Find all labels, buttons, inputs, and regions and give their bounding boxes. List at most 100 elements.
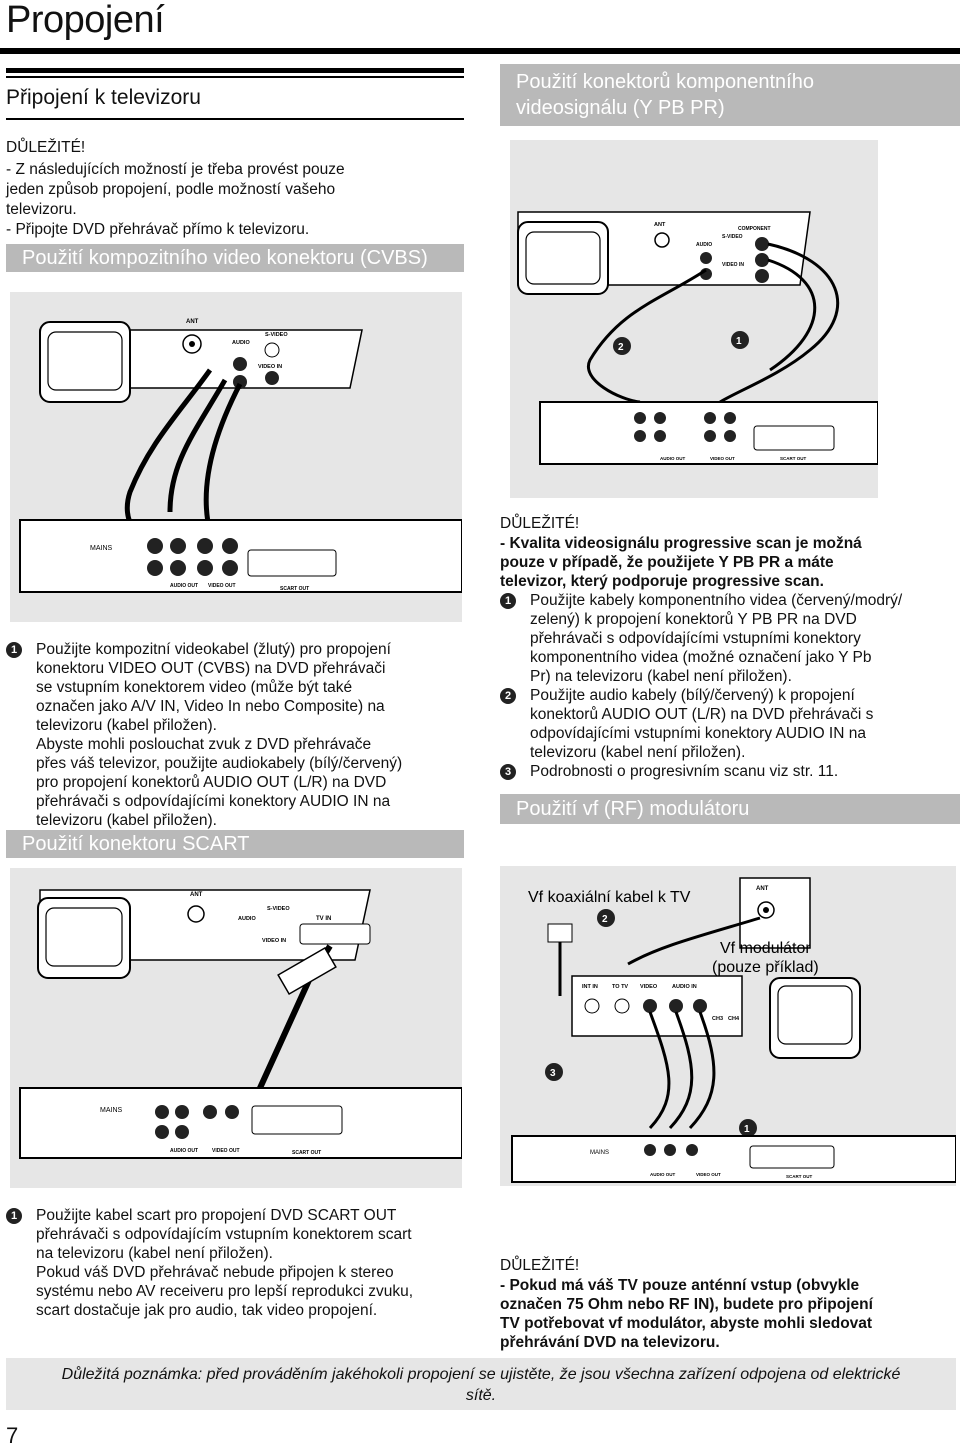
cvbs-item2-line-5: televizoru (kabel přiložen). bbox=[36, 811, 217, 830]
cvbs-item1-line-1: Použijte kompozitní videokabel (žlutý) p… bbox=[36, 640, 391, 659]
svg-text:SCART OUT: SCART OUT bbox=[786, 1174, 812, 1179]
svg-text:CH3: CH3 bbox=[712, 1016, 723, 1022]
component-bar-line-2: videosignálu (Y PB PR) bbox=[516, 96, 725, 120]
svg-text:MAINS: MAINS bbox=[590, 1150, 609, 1156]
svg-text:AUDIO: AUDIO bbox=[696, 242, 712, 248]
rf-important-line-3: TV potřebovat vf modulátor, abyste mohli… bbox=[500, 1314, 872, 1333]
svg-text:AUDIO OUT: AUDIO OUT bbox=[170, 1148, 198, 1154]
cvbs-item1-line-2: konektoru VIDEO OUT (CVBS) na DVD přehrá… bbox=[36, 659, 385, 678]
svg-text:AUDIO IN: AUDIO IN bbox=[672, 984, 697, 990]
cvbs-item2-line-2: přes váš televizor, použijte audiokabely… bbox=[36, 754, 402, 773]
svg-text:INT IN: INT IN bbox=[582, 984, 598, 990]
svg-text:VIDEO IN: VIDEO IN bbox=[722, 262, 744, 268]
section-bar-cvbs: Použití kompozitního video konektoru (CV… bbox=[6, 244, 464, 272]
step-number: 3 bbox=[500, 764, 516, 780]
scart-line-3: na televizoru (kabel není přiložen). bbox=[36, 1244, 273, 1263]
component-diagram: ANT AUDIO S-VIDEO COMPONENT VIDEO IN 2 1… bbox=[510, 140, 878, 498]
section-rule bbox=[6, 118, 464, 120]
section-rule bbox=[6, 76, 464, 78]
scart-line-1: Použijte kabel scart pro propojení DVD S… bbox=[36, 1206, 396, 1225]
svg-text:AUDIO OUT: AUDIO OUT bbox=[170, 583, 198, 589]
cvbs-item2-line-3: pro propojení konektorů AUDIO OUT (L/R) … bbox=[36, 773, 386, 792]
svg-text:1: 1 bbox=[736, 336, 742, 347]
svg-text:SCART OUT: SCART OUT bbox=[780, 456, 806, 461]
svg-text:ANT: ANT bbox=[756, 886, 769, 892]
section-bar-scart: Použití konektoru SCART bbox=[6, 830, 464, 858]
cvbs-item2-line-4: přehrávači s odpovídajícími konektory AU… bbox=[36, 792, 390, 811]
label-modulator-note: (pouze příklad) bbox=[712, 959, 819, 976]
rf-important-line-1: - Pokud má váš TV pouze anténní vstup (o… bbox=[500, 1276, 859, 1295]
component-item1-line-2: zelený) k propojení konektorů Y PB PR na… bbox=[530, 610, 857, 629]
svg-text:AUDIO: AUDIO bbox=[232, 340, 250, 346]
svg-text:VIDEO OUT: VIDEO OUT bbox=[212, 1148, 240, 1154]
label-modulator: Vf modulátor bbox=[720, 940, 811, 957]
scart-line-5: systému nebo AV receiveru pro lepší repr… bbox=[36, 1282, 413, 1301]
svg-text:VIDEO IN: VIDEO IN bbox=[258, 364, 282, 370]
svg-text:MAINS: MAINS bbox=[90, 545, 113, 552]
svg-text:SCART OUT: SCART OUT bbox=[292, 1150, 321, 1156]
component-item1-line-5: Pr) na televizoru (kabel není přiložen). bbox=[530, 667, 792, 686]
svg-text:VIDEO: VIDEO bbox=[640, 984, 658, 990]
svg-text:CH4: CH4 bbox=[728, 1016, 740, 1022]
component-important-line-1: - Kvalita videosignálu progressive scan … bbox=[500, 534, 862, 553]
rf-diagram: ANT Vf koaxiální kabel k TV 2 Vf modulát… bbox=[500, 866, 956, 1186]
scart-diagram-drawing: ANT AUDIO S-VIDEO TV IN VIDEO IN MAINS A… bbox=[10, 868, 462, 1188]
svg-text:TV IN: TV IN bbox=[316, 916, 331, 922]
component-important-line-2: pouze v případě, že použijete Y PB PR a … bbox=[500, 553, 834, 572]
svg-text:ANT: ANT bbox=[654, 222, 666, 228]
component-item2-line-1: Použijte audio kabely (bílý/červený) k p… bbox=[530, 686, 855, 705]
section-rule bbox=[6, 68, 464, 73]
svg-text:S-VIDEO: S-VIDEO bbox=[267, 906, 290, 912]
svg-text:S-VIDEO: S-VIDEO bbox=[722, 234, 743, 240]
svg-text:2: 2 bbox=[618, 342, 624, 353]
svg-text:1: 1 bbox=[744, 1124, 750, 1135]
step-number: 2 bbox=[500, 688, 516, 704]
section-bar-component: Použití konektorů komponentního videosig… bbox=[500, 64, 960, 126]
component-item2-line-3: odpovídajícími vstupními konektory AUDIO… bbox=[530, 724, 866, 743]
tv-line-4: - Připojte DVD přehrávač přímo k televiz… bbox=[6, 220, 309, 239]
svg-text:SCART OUT: SCART OUT bbox=[280, 586, 309, 592]
page-number: 7 bbox=[6, 1424, 18, 1448]
component-item2-line-4: televizoru (kabel není přiložen). bbox=[530, 743, 745, 762]
rf-diagram-drawing: ANT Vf koaxiální kabel k TV 2 Vf modulát… bbox=[500, 866, 956, 1186]
svg-text:VIDEO IN: VIDEO IN bbox=[262, 938, 286, 944]
svg-text:VIDEO OUT: VIDEO OUT bbox=[696, 1172, 721, 1177]
svg-text:S-VIDEO: S-VIDEO bbox=[265, 332, 288, 338]
scart-line-4: Pokud váš DVD přehrávač nebude připojen … bbox=[36, 1263, 394, 1282]
svg-text:COMPONENT: COMPONENT bbox=[738, 226, 771, 232]
page-title: Propojení bbox=[6, 0, 164, 40]
label-coax-cable: Vf koaxiální kabel k TV bbox=[528, 889, 691, 906]
tv-line-1: - Z následujících možností je třeba prov… bbox=[6, 160, 345, 179]
component-item1-line-3: přehrávači s odpovídajícími vstupními ko… bbox=[530, 629, 861, 648]
section-bar-rf: Použití vf (RF) modulátoru bbox=[500, 794, 960, 824]
step-number: 1 bbox=[500, 593, 516, 609]
svg-text:3: 3 bbox=[550, 1068, 556, 1079]
title-divider bbox=[0, 48, 960, 54]
step-number: 1 bbox=[6, 1208, 22, 1224]
svg-text:ANT: ANT bbox=[186, 319, 199, 325]
cvbs-item1-line-3: se vstupním konektorem video (může být t… bbox=[36, 678, 352, 697]
component-diagram-drawing: ANT AUDIO S-VIDEO COMPONENT VIDEO IN 2 1… bbox=[510, 140, 878, 498]
cvbs-diagram-drawing: ANT AUDIO S-VIDEO VIDEO IN MAINS AUDIO O… bbox=[10, 292, 462, 622]
rf-important-label: DŮLEŽITÉ! bbox=[500, 1256, 579, 1275]
cvbs-item1-line-5: televizoru (kabel přiložen). bbox=[36, 716, 217, 735]
component-item1-line-1: Použijte kabely komponentního videa (čer… bbox=[530, 591, 902, 610]
rf-important-line-2: označen 75 Ohm nebo RF IN), budete pro p… bbox=[500, 1295, 873, 1314]
svg-text:VIDEO OUT: VIDEO OUT bbox=[208, 583, 236, 589]
svg-text:MAINS: MAINS bbox=[100, 1107, 123, 1114]
cvbs-diagram: ANT AUDIO S-VIDEO VIDEO IN MAINS AUDIO O… bbox=[10, 292, 462, 622]
svg-text:2: 2 bbox=[602, 914, 608, 925]
cvbs-item2-line-1: Abyste mohli poslouchat zvuk z DVD přehr… bbox=[36, 735, 371, 754]
cvbs-item1-line-4: označen jako A/V IN, Video In nebo Compo… bbox=[36, 697, 385, 716]
component-item2-line-2: konektorů AUDIO OUT (L/R) na DVD přehráv… bbox=[530, 705, 873, 724]
svg-text:VIDEO OUT: VIDEO OUT bbox=[710, 456, 735, 461]
component-item3-line-1: Podrobnosti o progresivním scanu viz str… bbox=[530, 762, 838, 781]
rf-important-line-4: přehrávání DVD na televizoru. bbox=[500, 1333, 720, 1352]
tv-line-2: jeden způsob propojení, podle možností v… bbox=[6, 180, 335, 199]
component-important-line-3: televizor, který podporuje progressive s… bbox=[500, 572, 824, 591]
component-item1-line-4: komponentního videa (možné označení jako… bbox=[530, 648, 872, 667]
scart-line-6: scart dostačuje jak pro audio, tak video… bbox=[36, 1301, 377, 1320]
important-label: DŮLEŽITÉ! bbox=[6, 138, 85, 157]
component-bar-line-1: Použití konektorů komponentního bbox=[516, 70, 814, 94]
svg-text:AUDIO: AUDIO bbox=[238, 916, 256, 922]
